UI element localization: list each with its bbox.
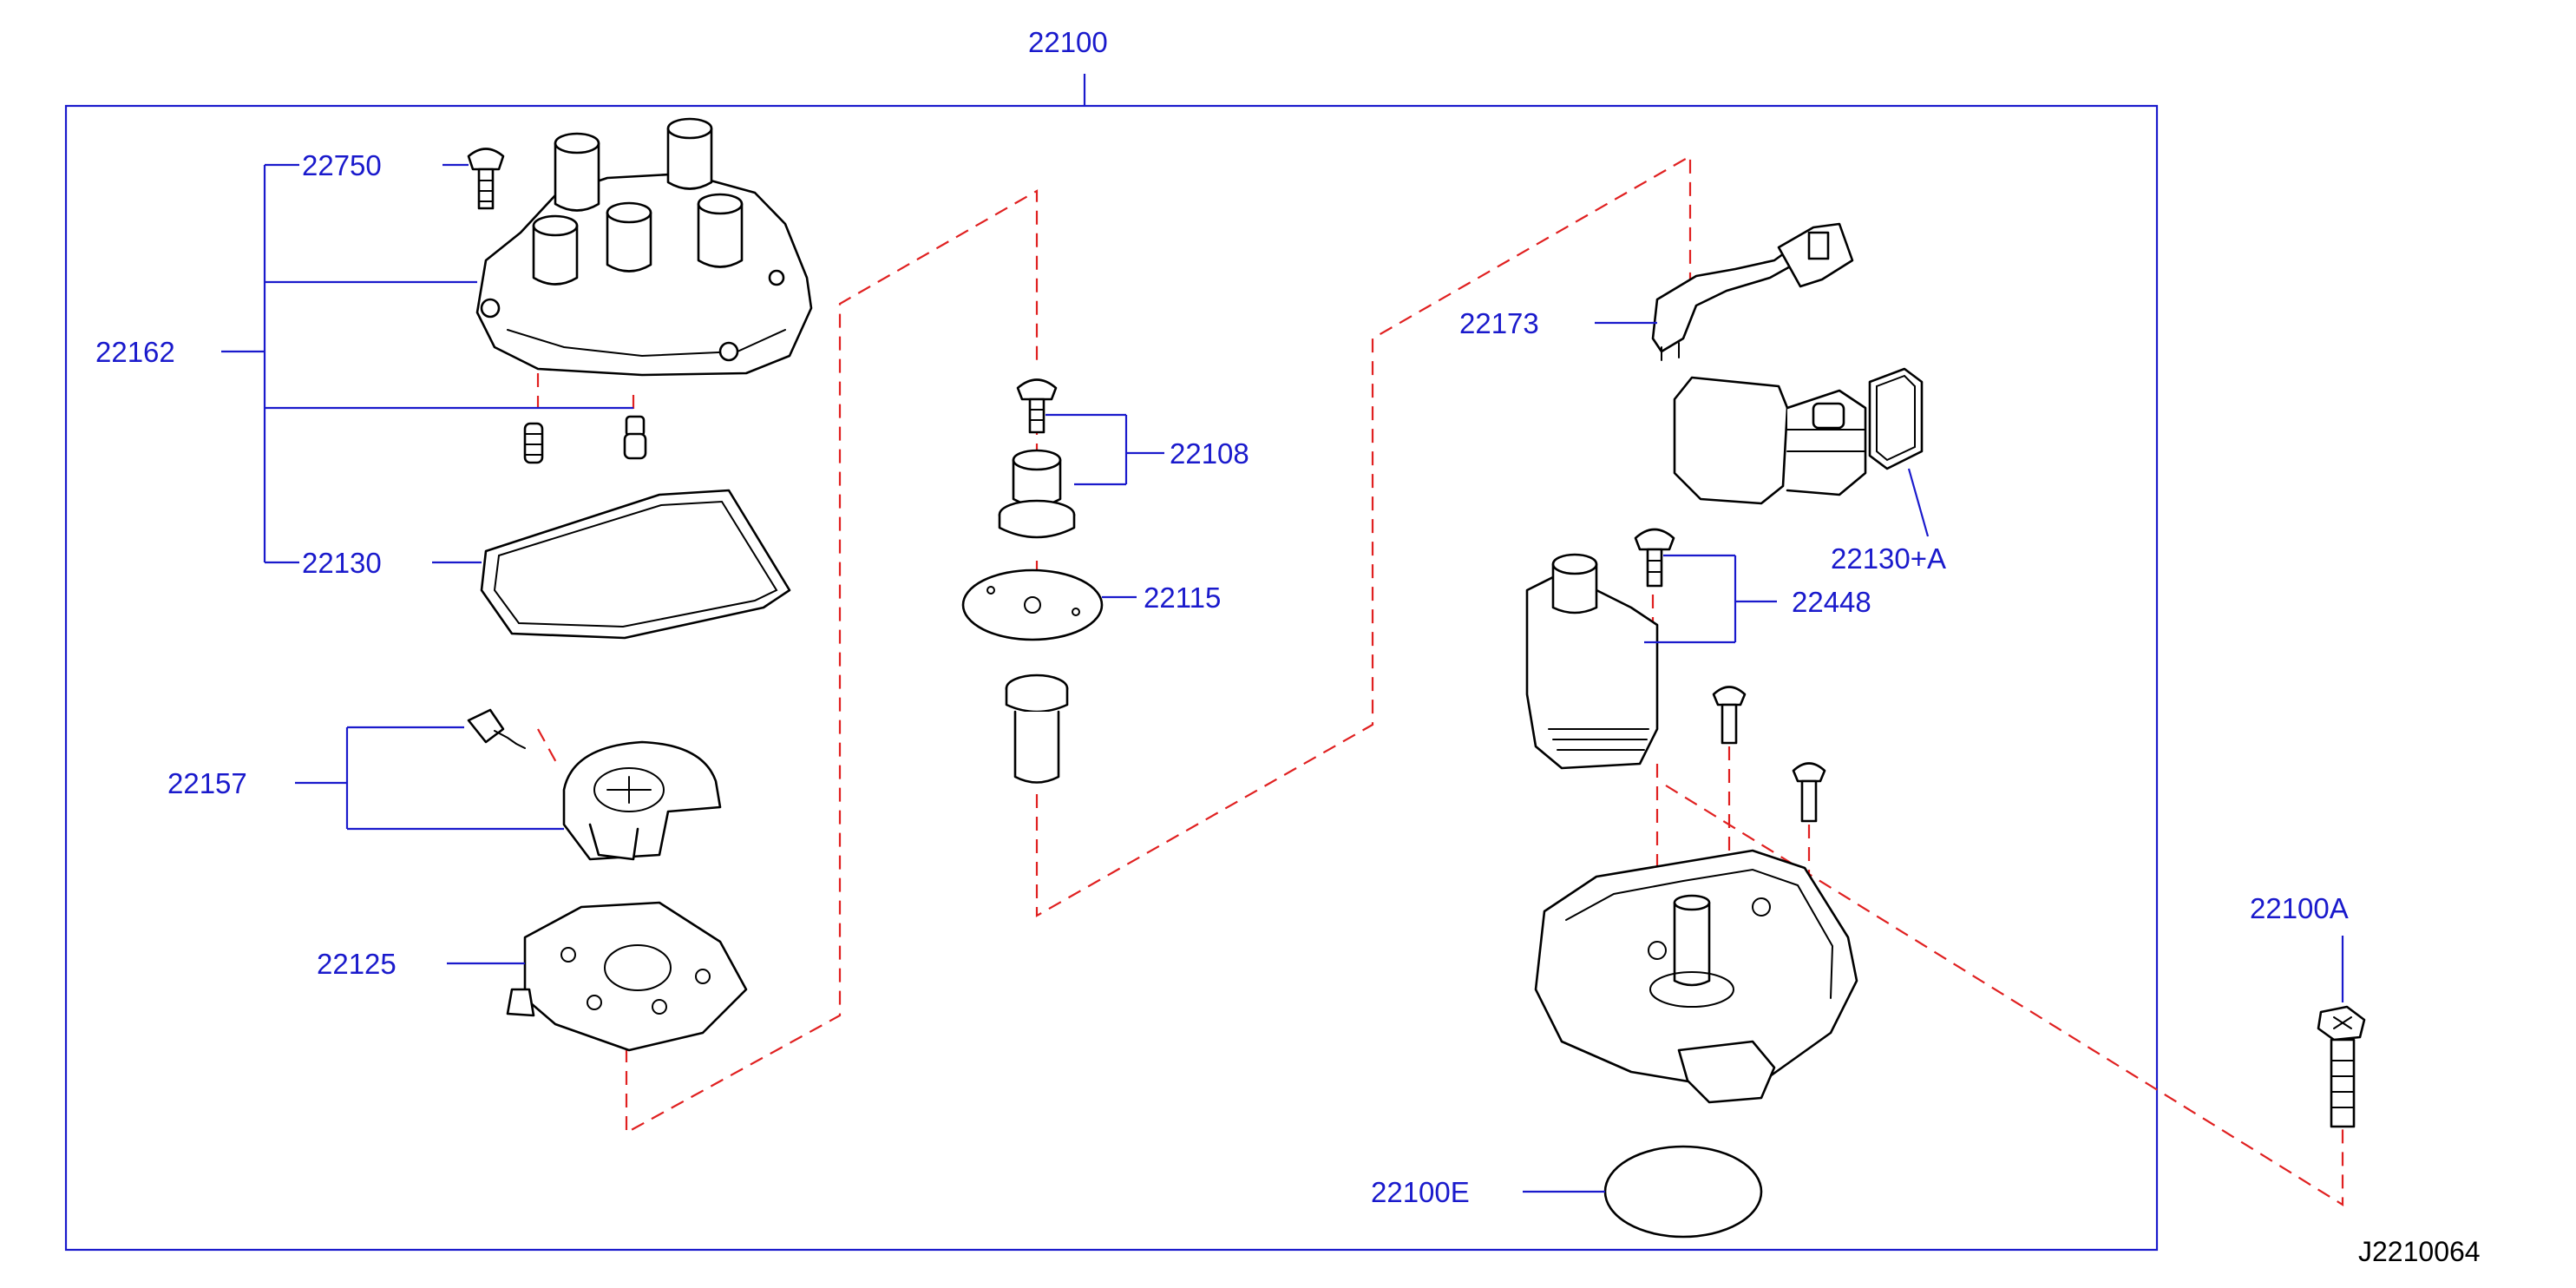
assembly-frame bbox=[64, 74, 2159, 1252]
screw-22448-part[interactable] bbox=[1634, 528, 1675, 588]
screw-22750-part[interactable] bbox=[467, 148, 505, 210]
label-22100e[interactable]: 22100E bbox=[1371, 1176, 1470, 1208]
label-22448[interactable]: 22448 bbox=[1792, 586, 1871, 618]
distributor-shaft-part[interactable] bbox=[1005, 674, 1069, 784]
distributor-housing-part[interactable] bbox=[1534, 849, 1858, 1104]
leader-lines bbox=[221, 163, 2344, 1193]
diagram-reference-code: J2210064 bbox=[2358, 1236, 2481, 1267]
sensor-harness-part[interactable] bbox=[1651, 222, 1854, 361]
label-22100[interactable]: 22100 bbox=[1028, 26, 1108, 58]
rotor-head-part[interactable] bbox=[562, 740, 722, 861]
label-22130[interactable]: 22130 bbox=[302, 547, 382, 579]
mounting-bolt-part[interactable] bbox=[2317, 1005, 2366, 1128]
module-gasket-part[interactable] bbox=[1868, 367, 1924, 470]
label-22100a[interactable]: 22100A bbox=[2250, 892, 2349, 924]
spring-and-brush-part[interactable] bbox=[523, 415, 647, 464]
rotor-plate-part[interactable] bbox=[506, 901, 748, 1052]
label-22115[interactable]: 22115 bbox=[1144, 582, 1221, 614]
ignition-module-part[interactable] bbox=[1673, 376, 1867, 505]
distributor-cap-part[interactable] bbox=[475, 117, 813, 377]
rotor-screw-part[interactable] bbox=[467, 708, 526, 749]
cap-gasket-part[interactable] bbox=[480, 489, 791, 640]
label-22108[interactable]: 22108 bbox=[1170, 437, 1249, 470]
screw-22108-part[interactable] bbox=[1016, 378, 1058, 434]
label-22750[interactable]: 22750 bbox=[302, 149, 382, 181]
coil-screws-part[interactable] bbox=[1712, 686, 1826, 823]
o-ring-part[interactable] bbox=[1603, 1145, 1763, 1239]
washer-plate-22115-part[interactable] bbox=[961, 568, 1104, 641]
shaft-collar-part[interactable] bbox=[998, 449, 1076, 539]
ignition-coil-part[interactable] bbox=[1525, 553, 1659, 770]
label-22157[interactable]: 22157 bbox=[167, 767, 247, 799]
label-22173[interactable]: 22173 bbox=[1459, 307, 1539, 339]
label-22125[interactable]: 22125 bbox=[317, 948, 397, 980]
label-22162[interactable]: 22162 bbox=[95, 336, 175, 368]
label-22130-a[interactable]: 22130+A bbox=[1831, 542, 1946, 575]
